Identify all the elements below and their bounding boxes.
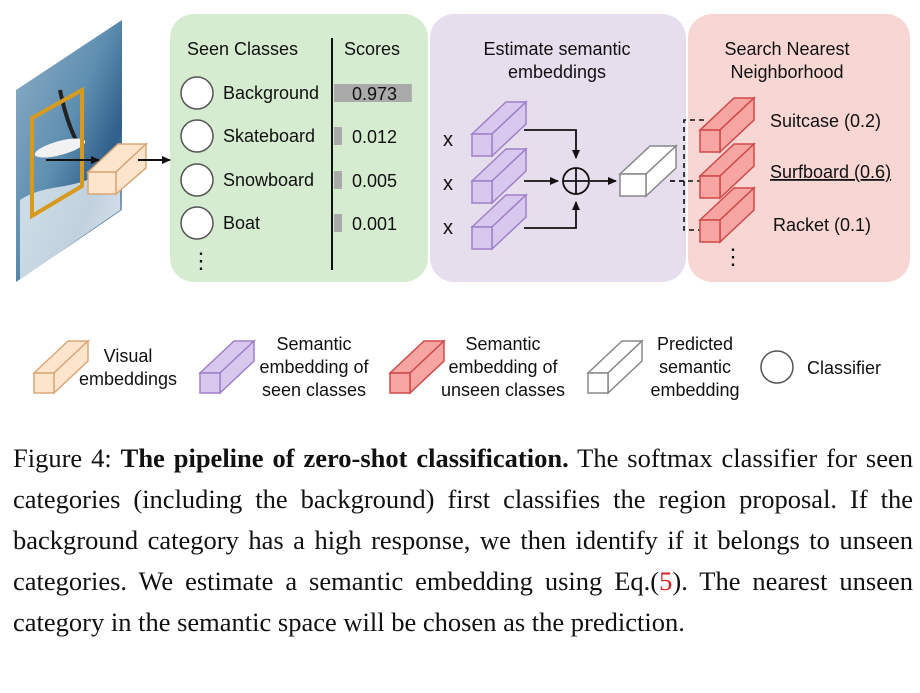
- multiply-sign: x: [443, 217, 453, 239]
- unseen-class-embedding: [698, 186, 756, 244]
- sum-icon: [562, 167, 590, 195]
- equation-ref[interactable]: 5: [659, 566, 673, 596]
- legend-unseen-1: Semantic: [465, 334, 540, 354]
- legend-seen-1: Semantic: [276, 334, 351, 354]
- estimate-title-2: embeddings: [508, 62, 606, 82]
- legend: Visual embeddings Semantic embedding of …: [32, 334, 881, 400]
- legend-seen-2: embedding of: [259, 357, 369, 377]
- seen-class-label: Background: [223, 83, 319, 103]
- nearest-neighbor-connectors: [670, 119, 704, 231]
- region-proposal-box: [30, 86, 84, 220]
- search-title-2: Neighborhood: [730, 62, 843, 82]
- legend-classifier-icon: [760, 350, 794, 384]
- arrow-bottom-to-sum: [524, 201, 580, 229]
- score-bar: [334, 84, 412, 102]
- legend-visual-icon: [32, 339, 90, 395]
- legend-unseen-2: embedding of: [448, 357, 558, 377]
- seen-classes-header: Seen Classes: [187, 39, 298, 59]
- result-racket: Racket (0.1): [773, 215, 871, 235]
- search-title-1: Search Nearest: [724, 39, 849, 59]
- result-suitcase: Suitcase (0.2): [770, 111, 881, 131]
- scores-header: Scores: [344, 39, 400, 59]
- score-value: 0.001: [352, 214, 397, 234]
- caption-title: The pipeline of zero-shot classification…: [120, 443, 569, 473]
- visual-embedding-block: [86, 142, 148, 196]
- seen-class-label: Boat: [223, 213, 260, 233]
- classifier-node-snowboard: [180, 163, 214, 197]
- classifier-node-background: [180, 76, 214, 110]
- caption-text-end: ). The nearest unseen category in the se…: [13, 566, 913, 637]
- caption-text: The softmax classifier for seen categori…: [13, 443, 913, 596]
- input-image: [16, 20, 122, 282]
- seen-class-embedding: [470, 100, 528, 158]
- classifier-node-skateboard: [180, 119, 214, 153]
- score-value: 0.012: [352, 127, 397, 147]
- legend-unseen-3: unseen classes: [441, 380, 565, 400]
- score-value: 0.005: [352, 171, 397, 191]
- arrow-top-to-sum: [524, 129, 580, 159]
- estimate-title-1: Estimate semantic: [483, 39, 630, 59]
- legend-predicted-1: Predicted: [657, 334, 733, 354]
- seen-class-label: Snowboard: [223, 170, 314, 190]
- unseen-class-embedding: [698, 96, 756, 154]
- score-bar: [334, 214, 342, 232]
- seen-class-embedding: [470, 193, 528, 251]
- legend-predicted-2: semantic: [659, 357, 731, 377]
- multiply-sign: x: [443, 173, 453, 195]
- legend-classifier: Classifier: [807, 358, 881, 378]
- seen-classes-panel: [170, 14, 428, 282]
- seen-ellipsis: ⋮: [190, 248, 212, 273]
- legend-seen-icon: [198, 339, 256, 395]
- legend-visual-2: embeddings: [79, 369, 177, 389]
- seen-class-embedding: [470, 147, 528, 205]
- legend-predicted-3: embedding: [650, 380, 739, 400]
- score-value: 0.973: [352, 84, 397, 104]
- legend-unseen-icon: [388, 339, 446, 395]
- figure-caption: Figure 4: The pipeline of zero-shot clas…: [13, 438, 913, 643]
- classifier-node-boat: [180, 206, 214, 240]
- predicted-embedding: [618, 144, 678, 198]
- seen-class-label: Skateboard: [223, 126, 315, 146]
- score-bar: [334, 127, 342, 145]
- result-surfboard: Surfboard (0.6): [770, 162, 891, 182]
- legend-predicted-icon: [586, 339, 644, 395]
- pipeline-diagram: Seen Classes Scores Background 0.973Skate…: [16, 14, 910, 400]
- score-bar: [334, 171, 342, 189]
- multiply-sign: x: [443, 129, 453, 151]
- search-ellipsis: ⋮: [722, 244, 744, 269]
- caption-label: Figure 4:: [13, 443, 112, 473]
- unseen-class-embedding: [698, 142, 756, 200]
- legend-seen-3: seen classes: [262, 380, 366, 400]
- legend-visual-1: Visual: [104, 346, 153, 366]
